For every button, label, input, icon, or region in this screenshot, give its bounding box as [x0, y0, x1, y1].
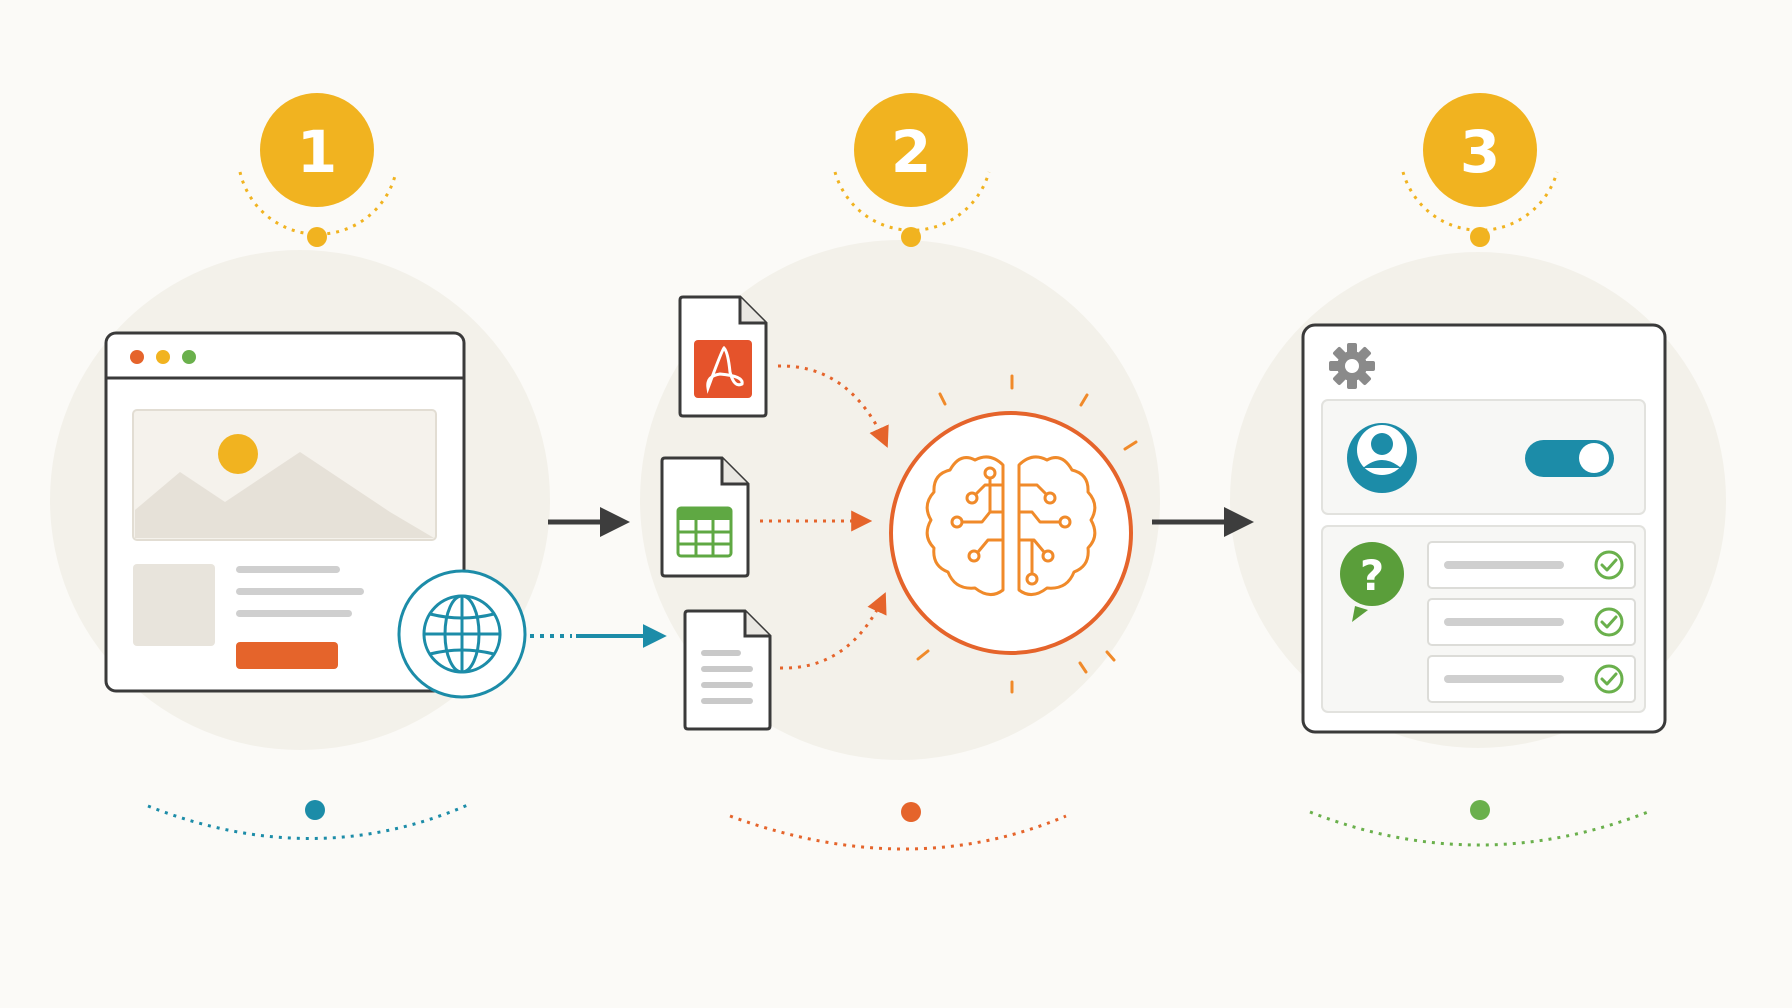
step3-footer-accent [1309, 800, 1649, 847]
user-avatar-icon [1347, 423, 1417, 493]
pdf-document-icon [678, 295, 768, 418]
cta-button-placeholder [236, 642, 338, 669]
doc-to-brain-connector [779, 592, 887, 670]
window-close-dot [130, 350, 144, 364]
step-number-3: 3 [1460, 118, 1500, 186]
step-number-2: 2 [891, 118, 931, 186]
check-circle-icon [1594, 664, 1624, 694]
toggle-switch[interactable] [1525, 440, 1614, 477]
step-badge-1: 1 [238, 93, 398, 247]
question-bubble-icon: ? [1340, 542, 1404, 622]
step2-footer-accent [729, 802, 1067, 851]
window-maximize-dot [182, 350, 196, 364]
faq-row [1427, 598, 1636, 646]
text-line [236, 566, 340, 573]
text-document-icon [683, 609, 772, 731]
browser-window-icon [104, 331, 466, 693]
step-badge-2: 2 [833, 93, 991, 247]
image-placeholder [132, 409, 437, 541]
text-line [236, 610, 352, 617]
step-number-1: 1 [297, 118, 337, 186]
text-line [236, 588, 364, 595]
faq-row [1427, 655, 1636, 703]
globe-icon [397, 569, 527, 699]
brain-circuit-icon [889, 374, 1138, 694]
faq-row [1427, 541, 1636, 589]
chatbot-settings-panel: ? [1301, 323, 1667, 734]
spreadsheet-document-icon [660, 456, 750, 578]
step-badge-3: 3 [1401, 93, 1559, 247]
thumbnail-placeholder [133, 564, 215, 646]
step1-footer-accent [147, 800, 471, 840]
check-circle-icon [1594, 607, 1624, 637]
gear-icon [1329, 343, 1375, 389]
check-circle-icon [1594, 550, 1624, 580]
window-minimize-dot [156, 350, 170, 364]
svg-text:?: ? [1360, 551, 1384, 600]
